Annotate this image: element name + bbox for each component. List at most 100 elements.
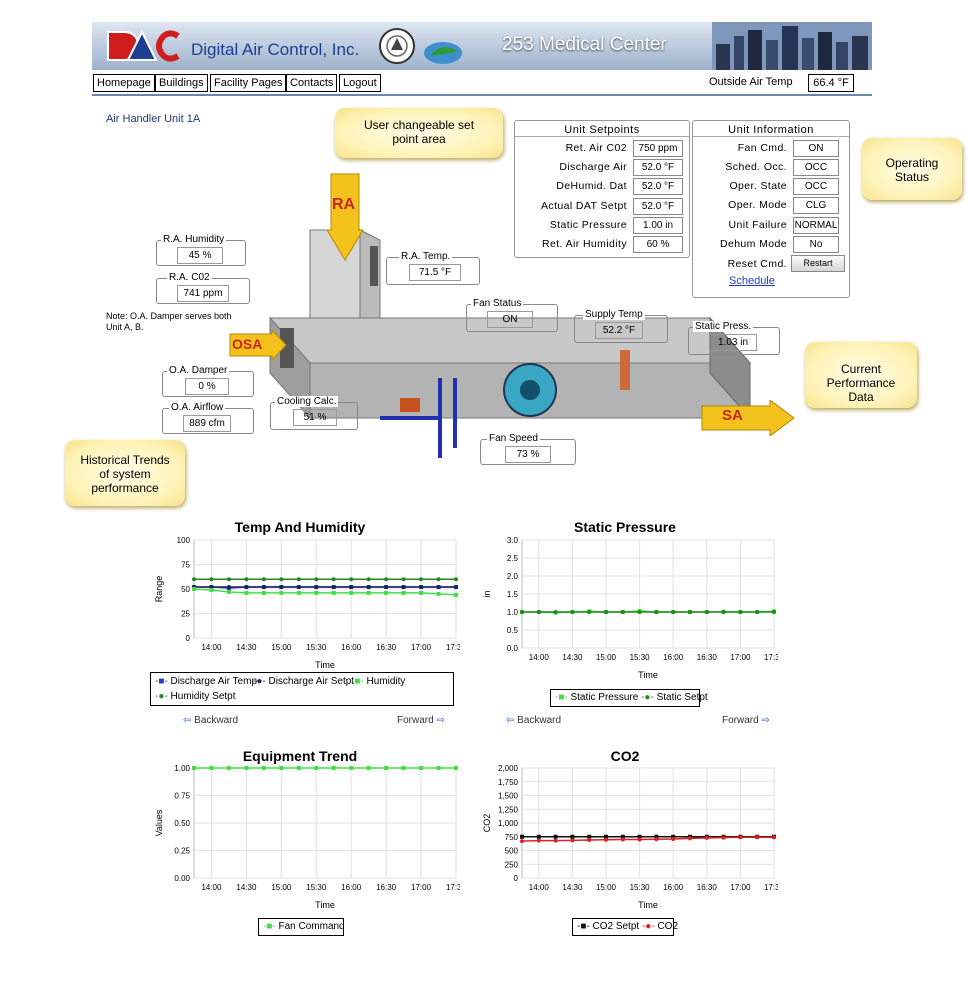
data-point	[226, 766, 231, 770]
chart-title: Static Pressure	[574, 519, 676, 535]
reading-fan-status: Fan Status ON	[466, 298, 558, 332]
data-point	[755, 610, 760, 614]
info-label: Oper. State	[729, 180, 787, 192]
setpoint-label: Ret. Air C02	[565, 142, 627, 154]
x-tick-label: 16:30	[697, 883, 718, 892]
x-tick-label: 14:00	[529, 653, 550, 662]
data-point	[772, 835, 776, 840]
data-point	[279, 590, 284, 595]
setpoint-value-dehumid-dat[interactable]: 52.0 °F	[633, 178, 683, 195]
data-point	[520, 610, 524, 614]
data-point	[384, 590, 389, 595]
arrow-left-icon: ⇦	[183, 715, 192, 726]
setpoint-value-actual-dat[interactable]: 52.0 °F	[633, 198, 683, 215]
data-point	[419, 590, 424, 595]
data-point	[226, 577, 231, 582]
reading-oa-airflow: O.A. Airflow 889 cfm	[162, 402, 254, 434]
x-tick-label: 15:30	[630, 883, 651, 892]
data-point	[620, 834, 625, 839]
data-point	[587, 838, 592, 843]
nav-facility-pages[interactable]: Facility Pages	[210, 74, 287, 92]
sa-label: SA	[722, 407, 743, 424]
outside-air-arrow	[229, 330, 287, 360]
arrow-right-icon: ⇨	[761, 715, 770, 726]
data-point	[226, 589, 231, 594]
chart0-backward-link[interactable]: ⇦ Backward	[183, 715, 239, 726]
data-point	[192, 577, 196, 582]
info-label: Dehum Mode	[719, 238, 787, 250]
y-tick-label: 0.5	[507, 626, 519, 635]
nav-contacts[interactable]: Contacts	[286, 74, 338, 92]
data-point	[244, 590, 249, 595]
setpoint-value-ret-co2[interactable]: 750 ppm	[633, 140, 683, 157]
data-point	[261, 590, 266, 595]
data-point	[209, 587, 214, 592]
data-point	[620, 837, 625, 842]
y-tick-label: 3.0	[507, 536, 519, 545]
y-tick-label: 75	[181, 561, 190, 570]
chart0-forward-link[interactable]: Forward ⇨	[397, 715, 445, 726]
damper-note: Note: O.A. Damper serves both Unit A, B.	[106, 311, 232, 332]
data-point	[454, 766, 458, 770]
reading-value: 51 %	[293, 409, 337, 426]
data-point	[654, 834, 659, 839]
unit-information-panel: Unit Information Fan Cmd. ON Sched. Occ.…	[692, 120, 850, 298]
y-tick-label: 0.75	[174, 792, 190, 801]
x-tick-label: 15:30	[306, 643, 327, 652]
chart-legend: -■- Fan Command	[258, 918, 345, 936]
reading-fan-speed: Fan Speed 73 %	[480, 433, 576, 465]
nav-logout[interactable]: Logout	[339, 74, 381, 92]
y-tick-label: 1.00	[174, 764, 190, 773]
osa-label: OSA	[232, 336, 263, 352]
data-point	[331, 585, 336, 590]
schedule-link[interactable]: Schedule	[729, 275, 775, 287]
data-point	[671, 610, 676, 614]
restart-button[interactable]: Restart	[791, 255, 845, 272]
reading-cooling-calc: Cooling Calc. 51 %	[270, 396, 358, 430]
reading-value: 741 ppm	[177, 285, 229, 302]
data-point	[419, 766, 424, 770]
y-tick-label: 0.0	[507, 644, 519, 653]
data-point	[314, 585, 319, 590]
x-tick-label: 14:00	[201, 643, 222, 652]
data-point	[704, 610, 709, 614]
setpoint-value-discharge-air[interactable]: 52.0 °F	[633, 159, 683, 176]
data-point	[296, 590, 301, 595]
outside-air-value: 66.4 °F	[808, 74, 854, 92]
data-point	[331, 577, 336, 582]
data-point	[384, 585, 389, 590]
reading-oa-damper: O.A. Damper 0 %	[162, 365, 254, 397]
setpoint-value-ret-humidity[interactable]: 60 %	[633, 236, 683, 253]
nav-buildings[interactable]: Buildings	[155, 74, 208, 92]
chart1-forward-link[interactable]: Forward ⇨	[722, 715, 770, 726]
panel-title: Unit Information	[728, 124, 814, 136]
chart1-backward-link[interactable]: ⇦ Backward	[506, 715, 562, 726]
legend-humidity: -■- Humidity	[351, 676, 406, 687]
data-point	[192, 766, 196, 770]
legend-discharge-air-setpt: -●- Discharge Air Setpt	[253, 676, 355, 687]
info-value-fan-cmd: ON	[793, 140, 839, 157]
reading-ra-co2: R.A. C02 741 ppm	[156, 272, 250, 304]
setpoint-value-static-pressure[interactable]: 1.00 in	[633, 217, 683, 234]
data-point	[419, 585, 424, 590]
data-point	[419, 577, 424, 582]
x-axis-label: Time	[315, 900, 335, 910]
data-point	[671, 836, 676, 841]
data-point	[587, 610, 592, 614]
nav-homepage[interactable]: Homepage	[93, 74, 155, 92]
x-tick-label: 15:00	[271, 643, 292, 652]
unit-setpoints-panel: Unit Setpoints Ret. Air C02 750 ppm Disc…	[514, 120, 690, 258]
data-point	[620, 610, 625, 614]
panel-title: Unit Setpoints	[564, 124, 640, 136]
callout-current-performance: Current Performance Data	[805, 342, 917, 408]
reading-value: 71.5 °F	[409, 264, 461, 281]
data-point	[296, 585, 301, 590]
data-point	[314, 766, 319, 770]
ra-label: RA	[332, 196, 356, 213]
reading-value: ON	[487, 311, 533, 328]
x-tick-label: 16:00	[341, 883, 362, 892]
chart-title: CO2	[610, 748, 640, 764]
data-point	[704, 835, 709, 840]
reading-ra-temp: R.A. Temp. 71.5 °F	[386, 251, 480, 285]
